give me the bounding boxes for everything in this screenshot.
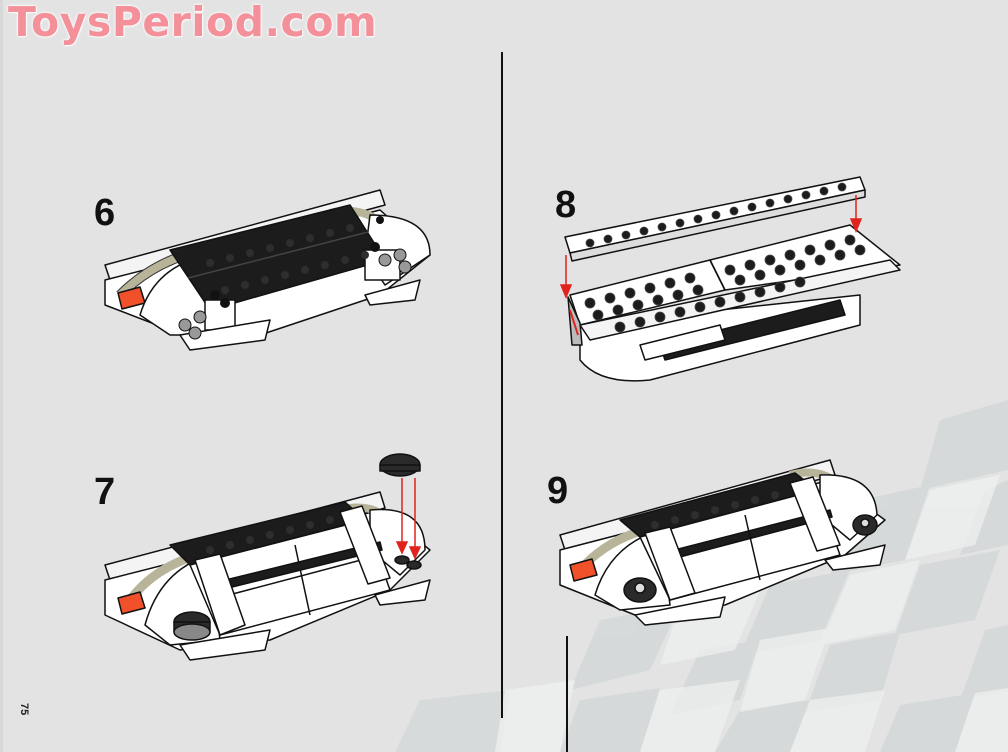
- step-number-7: 7: [94, 471, 116, 513]
- step-9-model-illustration: [559, 459, 886, 626]
- step-8-model-illustration: [560, 176, 901, 382]
- page-edge: [0, 0, 3, 752]
- page-number: 75: [18, 703, 30, 716]
- step-number-8: 8: [555, 184, 577, 226]
- step-7-model-illustration: [104, 453, 431, 661]
- step-divider-short: [566, 636, 568, 752]
- step-number-6: 6: [94, 192, 116, 234]
- watermark-text: ToysPeriod.com: [8, 0, 378, 46]
- step-number-9: 9: [547, 470, 569, 512]
- step-6-model-illustration: [104, 189, 431, 351]
- step-divider: [501, 52, 503, 718]
